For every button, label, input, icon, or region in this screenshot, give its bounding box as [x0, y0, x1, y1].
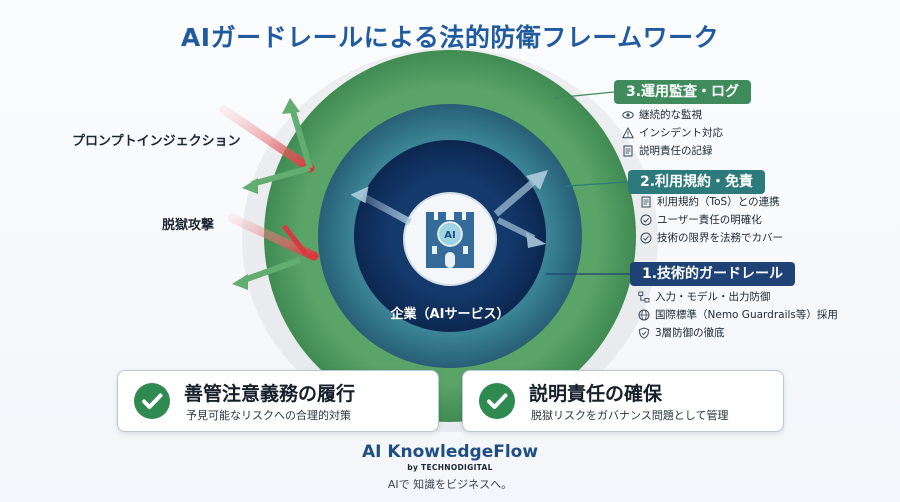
- section-head-technical-guardrail: 1.技術的ガードレール: [630, 262, 796, 286]
- page-title: AIガードレールによる法的防衛フレームワーク: [180, 23, 720, 52]
- shield-icon: [638, 327, 650, 339]
- card-duty-of-care: 善管注意義務の履行 予見可能なリスクへの合理的対策: [117, 370, 439, 432]
- list-item-label: 3層防御の徹底: [655, 327, 725, 339]
- outward-arrow-right: [496, 217, 546, 248]
- warning-icon: [622, 127, 634, 139]
- attack-label-prompt-injection: プロンプトインジェクション: [72, 134, 241, 149]
- card-subtitle: 予見可能なリスクへの合理的対策: [186, 409, 351, 422]
- attack-label-jailbreak: 脱獄攻撃: [162, 218, 215, 233]
- eye-icon: [622, 109, 634, 121]
- list-item-label: 技術の限界を法務でカバー: [657, 232, 783, 244]
- attack-arrow-prompt-injection: [219, 98, 315, 194]
- leader-line-3: [553, 91, 615, 99]
- list-item: ユーザー責任の明確化: [640, 211, 783, 229]
- section-head-terms-disclaimer: 2.利用規約・免責: [628, 170, 766, 194]
- section-list-terms-disclaimer: 利用規約（ToS）との連携 ユーザー責任の明確化 技術の限界を法務でカバー: [640, 193, 783, 247]
- list-item-label: 国際標準（Nemo Guardrails等）採用: [655, 309, 838, 321]
- attack-arrow-jailbreak: [227, 213, 319, 290]
- section-list-operations-audit: 継続的な監視 インシデント対応 説明責任の記録: [622, 106, 723, 160]
- core-label: 企業（AIサービス）: [390, 307, 510, 322]
- brand-by: by TECHNODIGITAL: [407, 463, 493, 472]
- list-item: 説明責任の記録: [622, 142, 723, 160]
- list-item: インシデント対応: [622, 124, 723, 142]
- card-subtitle: 脱獄リスクをガバナンス問題として管理: [531, 409, 729, 422]
- brand-tagline: AIで 知識をビジネスへ。: [387, 478, 513, 491]
- castle-icon: AI: [426, 212, 474, 268]
- list-item: 継続的な監視: [622, 106, 723, 124]
- check-circle-icon: [640, 214, 652, 226]
- flow-icon: [638, 291, 650, 303]
- check-icon: [479, 383, 515, 419]
- brand-name: AI KnowledgeFlow: [361, 442, 539, 462]
- section-list-technical-guardrail: 入力・モデル・出力防御 国際標準（Nemo Guardrails等）採用 3層防…: [638, 288, 838, 342]
- list-item-label: 利用規約（ToS）との連携: [657, 196, 780, 208]
- list-item: 3層防御の徹底: [638, 324, 838, 342]
- emblem-text: AI: [444, 230, 455, 241]
- outward-arrow-upright: [493, 170, 548, 217]
- card-title: 善管注意義務の履行: [184, 383, 356, 405]
- list-item-label: 説明責任の記録: [639, 145, 713, 157]
- list-item: 国際標準（Nemo Guardrails等）採用: [638, 306, 838, 324]
- list-item-label: 継続的な監視: [639, 109, 702, 121]
- globe-icon: [638, 309, 650, 321]
- list-item-label: インシデント対応: [639, 127, 723, 139]
- document-icon: [622, 145, 634, 157]
- list-item: 利用規約（ToS）との連携: [640, 193, 783, 211]
- list-item-label: 入力・モデル・出力防御: [655, 291, 771, 303]
- outward-arrow-left: [350, 186, 412, 226]
- document-icon: [640, 196, 652, 208]
- card-accountability: 説明責任の確保 脱獄リスクをガバナンス問題として管理: [462, 370, 784, 432]
- list-item: 技術の限界を法務でカバー: [640, 229, 783, 247]
- leader-line-2: [565, 181, 629, 187]
- check-icon: [134, 383, 170, 419]
- check-circle-icon: [640, 232, 652, 244]
- list-item-label: ユーザー責任の明確化: [657, 214, 762, 226]
- section-head-operations-audit: 3.運用監査・ログ: [614, 80, 752, 104]
- card-title: 説明責任の確保: [529, 383, 663, 405]
- list-item: 入力・モデル・出力防御: [638, 288, 838, 306]
